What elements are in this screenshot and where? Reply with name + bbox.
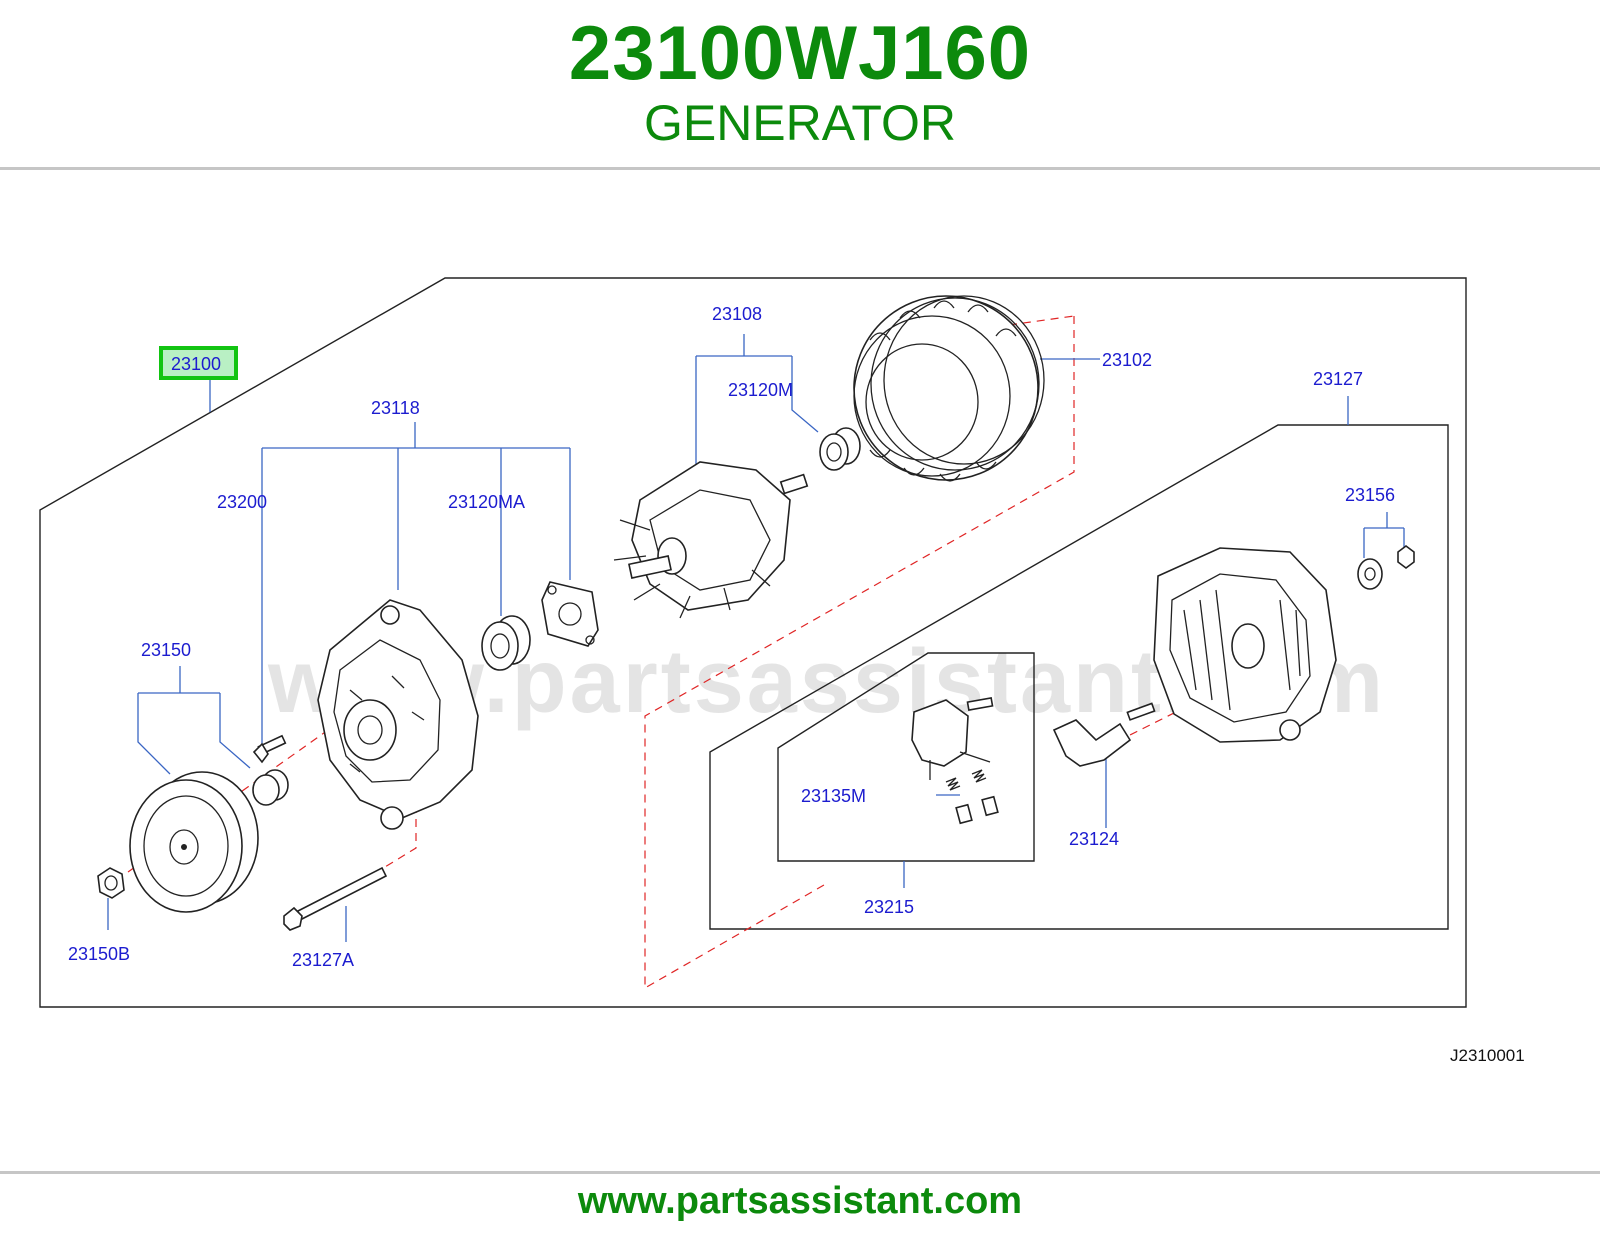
footer-divider [0, 1171, 1600, 1174]
pulley-part [129, 771, 259, 913]
alignment-dashed-top [1008, 315, 1075, 326]
label-23150[interactable]: 23150 [141, 640, 191, 660]
spacer-collar-part [252, 769, 289, 806]
label-23135m[interactable]: 23135M [801, 786, 866, 806]
label-23102[interactable]: 23102 [1102, 350, 1152, 370]
label-23120m[interactable]: 23120M [728, 380, 793, 400]
rear-cover-part [1153, 547, 1337, 743]
label-23100[interactable]: 23100 [171, 354, 221, 374]
outer-assembly-frame [39, 277, 1467, 1008]
alignment-dashed-outline [644, 316, 1075, 990]
front-cover-screw-part [252, 734, 287, 764]
terminal-nut-part [1397, 545, 1415, 569]
rotor-part [613, 461, 809, 619]
label-23156[interactable]: 23156 [1345, 485, 1395, 505]
label-23127[interactable]: 23127 [1313, 369, 1363, 389]
label-23150b[interactable]: 23150B [68, 944, 130, 964]
label-23120ma[interactable]: 23120MA [448, 492, 525, 512]
label-23108[interactable]: 23108 [712, 304, 762, 324]
label-23127a[interactable]: 23127A [292, 950, 354, 970]
front-bearing-part [481, 615, 531, 671]
leader-23118 [261, 422, 571, 746]
front-cover-part [317, 599, 479, 830]
brush-holder-frame [777, 652, 1035, 862]
pulley-nut-part [97, 867, 125, 899]
stator-part [853, 295, 1045, 482]
highlighted-label-box [159, 346, 238, 380]
terminal-insulator-part [1357, 558, 1383, 590]
terminal-part [1052, 702, 1156, 767]
footer-website-link[interactable]: www.partsassistant.com [577, 1180, 1023, 1222]
rear-bearing-part [819, 427, 861, 471]
part-name-subtitle: GENERATOR [643, 95, 957, 151]
through-bolt-part [283, 866, 388, 931]
label-23200[interactable]: 23200 [217, 492, 267, 512]
leader-23156 [1363, 512, 1405, 558]
part-number-title: 23100WJ160 [568, 11, 1032, 96]
brush-springs-part [945, 769, 999, 825]
rear-cover-frame [709, 424, 1449, 930]
brush-holder-part [911, 697, 994, 780]
bearing-retainer-plate-part [541, 581, 599, 647]
label-23124[interactable]: 23124 [1069, 829, 1119, 849]
figure-code: J2310001 [1450, 1046, 1525, 1065]
leader-23150 [137, 666, 251, 775]
label-23118[interactable]: 23118 [371, 398, 420, 418]
leader-23108 [695, 334, 819, 466]
bolt-axis-dashed [379, 805, 417, 871]
page-header: 23100WJ160 GENERATOR [0, 0, 1600, 168]
label-23215[interactable]: 23215 [864, 897, 914, 917]
header-divider [0, 167, 1600, 170]
